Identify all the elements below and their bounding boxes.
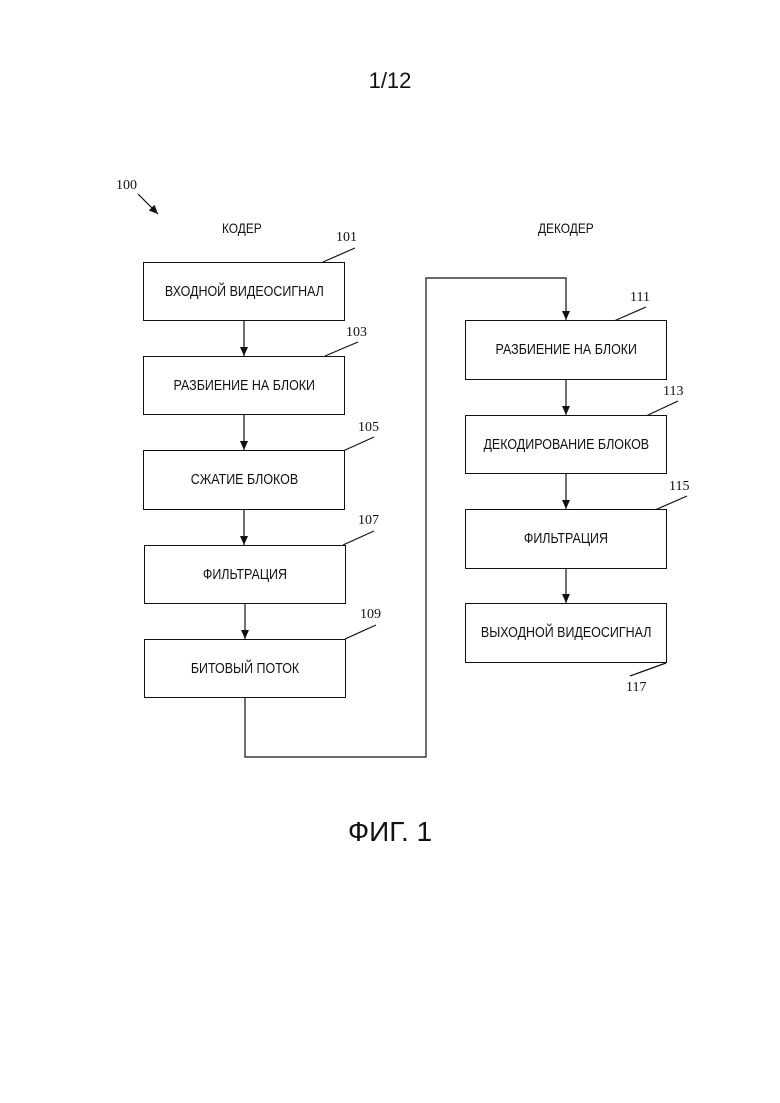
block-label: СЖАТИЕ БЛОКОВ xyxy=(190,472,297,488)
ref-103: 103 xyxy=(346,325,367,341)
ref-111: 111 xyxy=(630,290,650,306)
block-label: ФИЛЬТРАЦИЯ xyxy=(524,531,608,547)
ref-leader-111 xyxy=(614,307,646,321)
block-label: ДЕКОДИРОВАНИЕ БЛОКОВ xyxy=(483,437,649,453)
ref-leader-107 xyxy=(343,531,374,545)
ref-leader-115 xyxy=(655,496,687,510)
ref-leader-103 xyxy=(325,342,358,356)
ref-leader-101 xyxy=(323,248,355,262)
decoder-title: ДЕКОДЕР xyxy=(538,220,594,236)
ref-leader-109 xyxy=(345,625,376,639)
encoder-block-input-video: ВХОДНОЙ ВИДЕОСИГНАЛ xyxy=(143,262,345,321)
figure-caption: ФИГ. 1 xyxy=(0,816,780,848)
ref-117: 117 xyxy=(626,680,646,696)
ref-109: 109 xyxy=(360,607,381,623)
encoder-block-partitioning: РАЗБИЕНИЕ НА БЛОКИ xyxy=(143,356,345,415)
block-label: РАЗБИЕНИЕ НА БЛОКИ xyxy=(495,342,636,358)
ref-leader-105 xyxy=(343,437,374,451)
encoder-title: КОДЕР xyxy=(222,220,262,236)
ref-101: 101 xyxy=(336,230,357,246)
ref-leader-117 xyxy=(630,663,666,676)
ref-113: 113 xyxy=(663,384,683,400)
block-label: ФИЛЬТРАЦИЯ xyxy=(203,567,287,583)
encoder-block-bitstream: БИТОВЫЙ ПОТОК xyxy=(144,639,346,698)
ref-115: 115 xyxy=(669,479,689,495)
ref-leader-113 xyxy=(646,401,678,416)
decoder-block-decoding: ДЕКОДИРОВАНИЕ БЛОКОВ xyxy=(465,415,667,474)
block-label: БИТОВЫЙ ПОТОК xyxy=(191,661,299,677)
ref-105: 105 xyxy=(358,420,379,436)
decoder-block-partitioning: РАЗБИЕНИЕ НА БЛОКИ xyxy=(465,320,667,380)
diagram-ref: 100 xyxy=(116,178,137,194)
diagram-pointer-arrow xyxy=(138,194,158,214)
block-label: РАЗБИЕНИЕ НА БЛОКИ xyxy=(173,378,314,394)
block-label: ВХОДНОЙ ВИДЕОСИГНАЛ xyxy=(165,284,324,300)
encoder-block-compression: СЖАТИЕ БЛОКОВ xyxy=(143,450,345,510)
ref-107: 107 xyxy=(358,513,379,529)
decoder-block-output-video: ВЫХОДНОЙ ВИДЕОСИГНАЛ xyxy=(465,603,667,663)
decoder-block-filtering: ФИЛЬТРАЦИЯ xyxy=(465,509,667,569)
encoder-block-filtering: ФИЛЬТРАЦИЯ xyxy=(144,545,346,604)
block-label: ВЫХОДНОЙ ВИДЕОСИГНАЛ xyxy=(481,625,652,641)
